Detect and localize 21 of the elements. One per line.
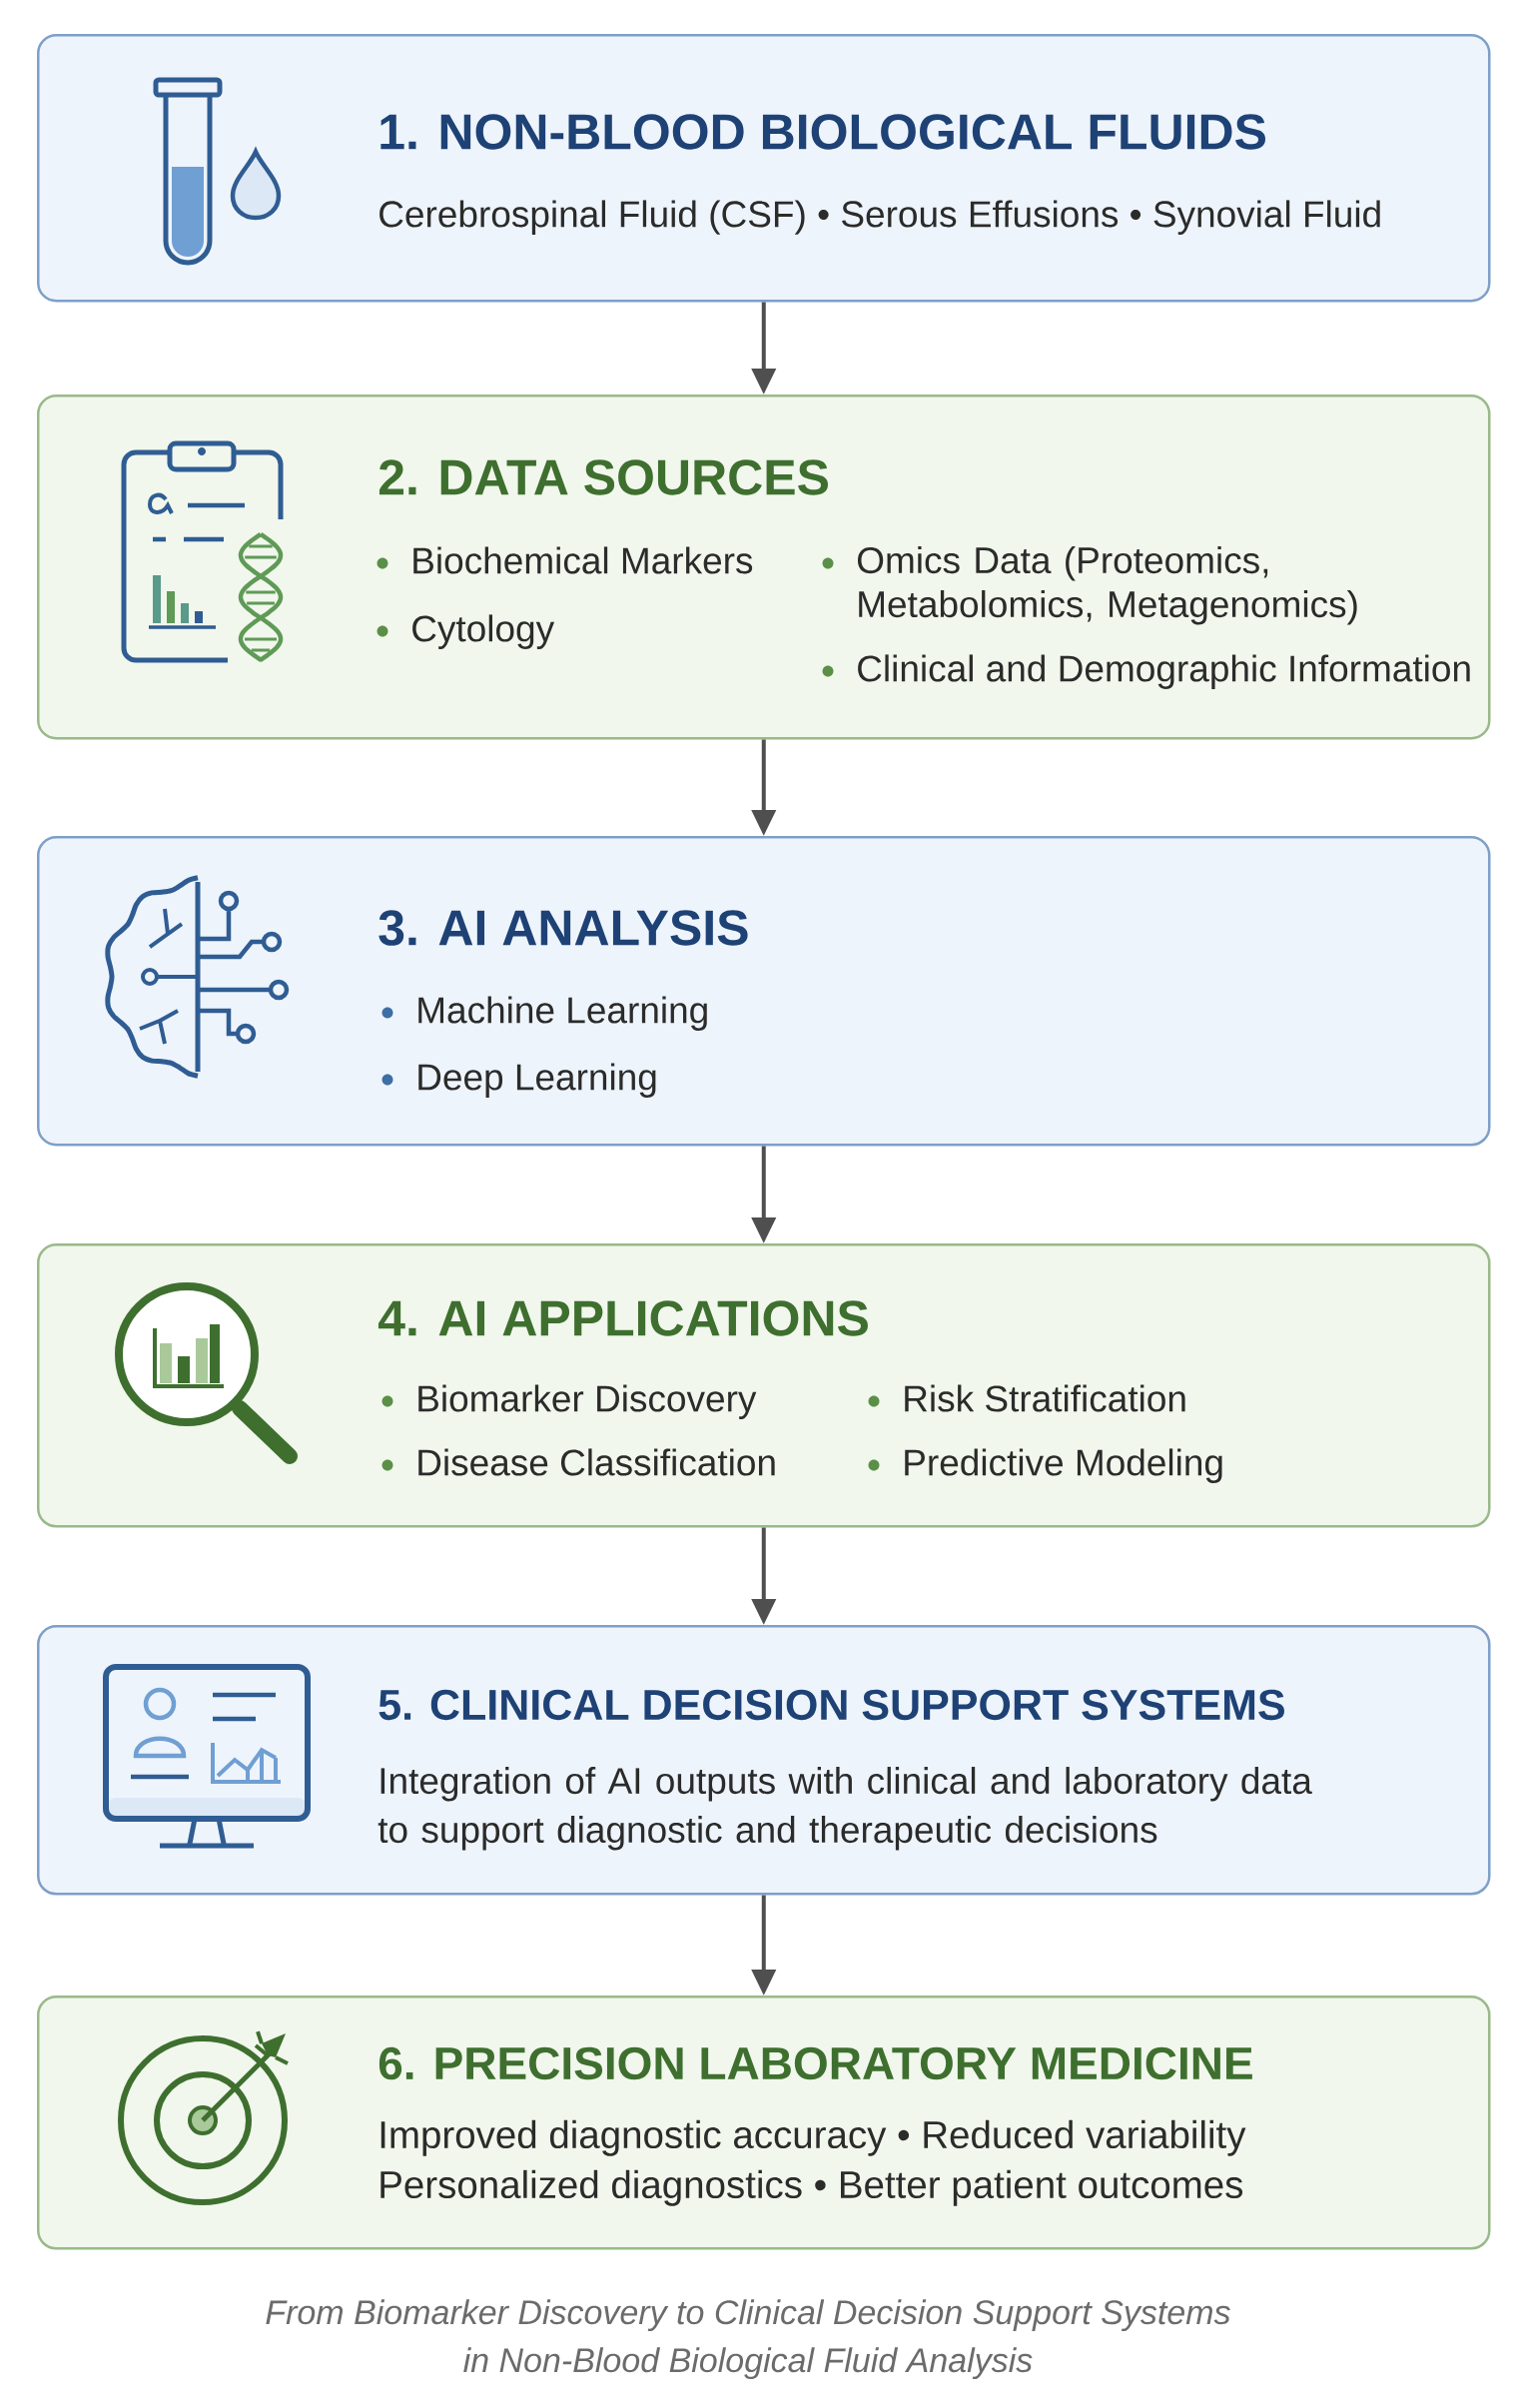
step-heading: 5. CLINICAL DECISION SUPPORT SYSTEMS bbox=[379, 1689, 1284, 1721]
step-heading: 4. AI APPLICATIONS bbox=[378, 1300, 868, 1336]
caption: From Biomarker Discovery to Clinical Decision Support Systems in Non-Blood Biological Fluid Analysis bbox=[266, 2299, 1230, 2379]
step-heading: 6. PRECISION LABORATORY MEDICINE bbox=[379, 2046, 1252, 2080]
list-item: Clinical and Demographic Information bbox=[858, 654, 1470, 689]
list-item: Machine Learning bbox=[418, 996, 707, 1031]
body-text: Integration of AI outputs with clinical and laboratory data to support diagnostic and therapeutic decisions bbox=[378, 1767, 1312, 1851]
body-text: Improved diagnostic accuracy • Reduced variability bbox=[380, 2119, 1246, 2156]
list-item: Biomarker Discovery bbox=[418, 1384, 757, 1419]
body-text: Cerebrospinal Fluid (CSF) • Serous Effusions • Synovial Fluid bbox=[379, 200, 1380, 235]
list-item: Cytology bbox=[412, 614, 555, 649]
list-item: Deep Learning bbox=[418, 1063, 656, 1098]
step-heading: 2. DATA SOURCES bbox=[379, 459, 828, 495]
list-item: Biochemical Markers bbox=[413, 546, 753, 574]
list-item: Disease Classification bbox=[418, 1448, 775, 1476]
list-item: Omics Data (Proteomics, Metabolomics, Metagenomics) bbox=[857, 546, 1357, 625]
list-item: Predictive Modeling bbox=[905, 1448, 1222, 1483]
step-heading: 1. NON-BLOOD BIOLOGICAL FLUIDS bbox=[380, 114, 1265, 150]
body-text: Personalized diagnostics • Better patient outcomes bbox=[380, 2169, 1243, 2206]
list-item: Risk Stratification bbox=[905, 1384, 1185, 1412]
step-heading: 3. AI ANALYSIS bbox=[379, 910, 748, 946]
